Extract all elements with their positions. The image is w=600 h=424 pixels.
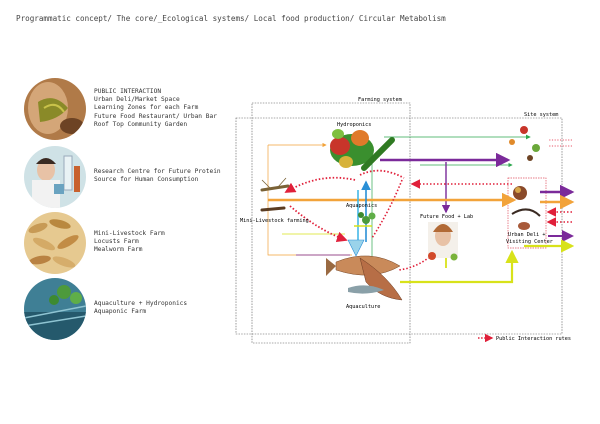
red-route-hydro — [359, 169, 405, 179]
dishes-icon — [511, 186, 541, 230]
public-interaction-rutes-label: Public Interaction rutes — [496, 336, 571, 342]
vegetables-icon — [330, 129, 395, 171]
aquaponics-label: Aquaponics — [346, 203, 377, 209]
aquaculture-label: Aquaculture — [346, 304, 380, 310]
page-title: Programmatic concept/ The core/_Ecologic… — [16, 14, 446, 23]
larvae-photo-icon — [24, 212, 86, 274]
legend-line: Roof Top Community Garden — [94, 120, 188, 128]
red-route-to-aquaponics — [289, 205, 348, 243]
legend-line: PUBLIC INTERACTION — [94, 88, 162, 95]
red-route-down — [371, 179, 403, 239]
legend-line: Locusts Farm — [94, 238, 139, 246]
farming-system-label: Farming system — [358, 97, 402, 103]
visiting-center-label: Visiting Center — [506, 239, 553, 245]
legend-item-public-interaction: PUBLIC INTERACTION Urban Deli/Market Spa… — [24, 78, 364, 142]
legend-line: Mealworm Farm — [94, 246, 143, 254]
water-tank-icon — [347, 239, 365, 257]
seedling-icon — [358, 212, 376, 224]
researcher-icon — [428, 222, 458, 261]
legend-line: Future Food Restaurant/ Urban Bar — [94, 112, 217, 120]
hydroponics-label: Hydroponics — [337, 122, 371, 128]
mini-livestock-label: Mini-Livestock farming — [240, 218, 309, 224]
yellow-arrow-aquaculture — [400, 249, 519, 284]
dried-insects-photo-icon — [24, 78, 86, 140]
urban-deli-label: Urban Deli + — [508, 232, 545, 238]
legend-line: Urban Deli/Market Space — [94, 96, 180, 104]
farming-system-box — [251, 102, 411, 344]
legend-line: Aquaponic Farm — [94, 308, 147, 316]
future-food-lab-label: Future Food + Lab — [420, 214, 473, 220]
legend-line: Aquaculture + Hydroponics — [94, 300, 188, 307]
legend-item-mini-livestock: Mini-Livestock Farm Locusts Farm Mealwor… — [24, 212, 364, 276]
legend-line: Source for Human Consumption — [94, 176, 199, 184]
red-route-to-livestock — [284, 176, 356, 193]
site-system-label: Site system — [524, 112, 558, 118]
legend-item-research-centre: Research Centre for Future Protein Sourc… — [24, 146, 364, 210]
researcher-photo-icon — [24, 146, 86, 208]
fish-icon — [326, 255, 403, 301]
legend-item-aquaponic: Aquaculture + Hydroponics Aquaponic Farm — [24, 278, 364, 342]
produce-icon — [509, 126, 540, 161]
legend-line: Research Centre for Future Protein — [94, 168, 221, 175]
legend-line: Learning Zones for each Farm — [94, 104, 199, 112]
site-system-box — [235, 117, 563, 335]
locust-icon — [260, 177, 290, 212]
urban-deli-box — [507, 177, 547, 249]
legend-line: Mini-Livestock Farm — [94, 230, 165, 237]
